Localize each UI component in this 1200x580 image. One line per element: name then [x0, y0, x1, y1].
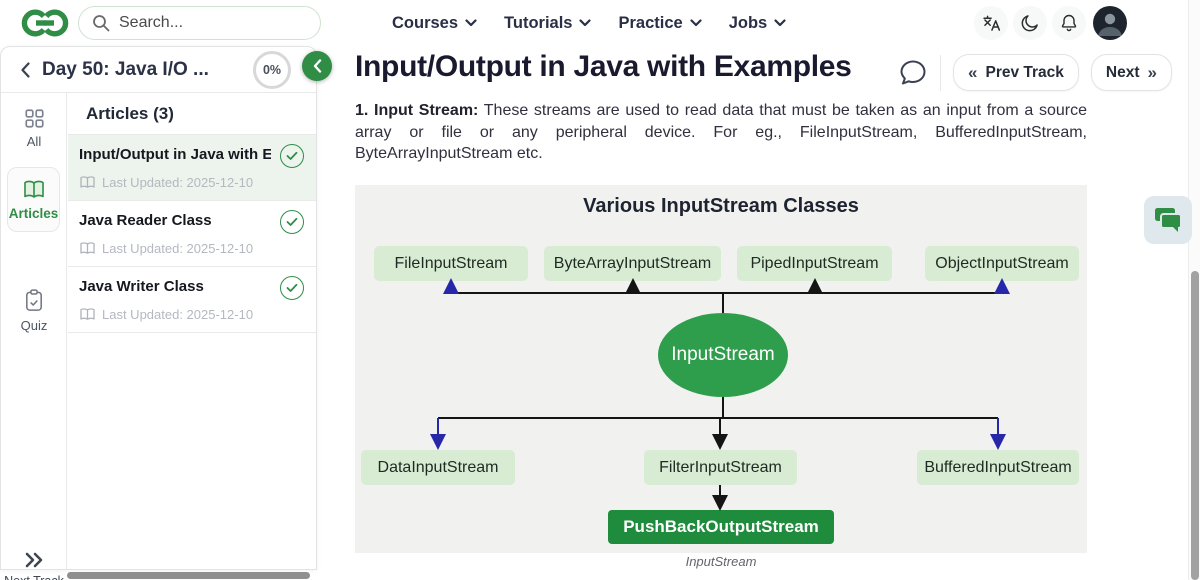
- article-updated-text: Last Updated: 2025-12-10: [102, 175, 254, 190]
- avatar[interactable]: [1093, 6, 1127, 40]
- article-updated-text: Last Updated: 2025-12-10: [102, 241, 254, 256]
- speech-bubble-icon: [900, 60, 926, 84]
- node-objectinputstream: ObjectInputStream: [925, 246, 1079, 281]
- top-navbar: Courses Tutorials Practice Jobs: [0, 0, 1200, 46]
- rail-label-all: All: [26, 134, 42, 149]
- translate-icon: [982, 15, 1000, 31]
- nav-item-courses[interactable]: Courses: [392, 14, 477, 33]
- node-bufferedinputstream: BufferedInputStream: [917, 450, 1079, 485]
- book-icon: [80, 176, 95, 188]
- moon-icon: [1021, 15, 1038, 32]
- back-chevron-icon[interactable]: [21, 61, 30, 78]
- geeksforgeeks-logo-icon[interactable]: [18, 6, 72, 40]
- node-fileinputstream: FileInputStream: [374, 246, 528, 281]
- article-row-java-writer[interactable]: Java Writer Class Last Updated: 2025-12-…: [68, 267, 316, 333]
- chevron-left-icon: [313, 59, 321, 73]
- bell-icon: [1061, 14, 1077, 32]
- rail-label-next-track: Next Track: [4, 574, 64, 580]
- progress-ring: 0%: [253, 51, 291, 89]
- vertical-scrollbar[interactable]: [1188, 0, 1200, 580]
- next-button[interactable]: Next »: [1090, 54, 1172, 91]
- open-book-icon: [23, 180, 44, 198]
- chevron-down-icon: [690, 19, 702, 27]
- node-datainputstream: DataInputStream: [361, 450, 515, 485]
- dark-mode-button[interactable]: [1013, 6, 1047, 40]
- figure-caption: InputStream: [685, 554, 757, 569]
- node-filterinputstream: FilterInputStream: [644, 450, 797, 485]
- chevron-down-icon: [579, 19, 592, 27]
- book-icon: [80, 308, 95, 320]
- article-title: Input/Output in Java with Exa...: [79, 146, 271, 163]
- node-pipedinputstream: PipedInputStream: [737, 246, 892, 281]
- rail-tab-articles[interactable]: Articles: [7, 167, 60, 232]
- prev-track-label: Prev Track: [985, 63, 1064, 81]
- horizontal-scrollbar-thumb[interactable]: [67, 572, 310, 579]
- double-left-glyph: «: [968, 62, 978, 82]
- notifications-button[interactable]: [1052, 6, 1086, 40]
- sidebar-header: Day 50: Java I/O ... 0%: [1, 47, 316, 93]
- clipboard-icon: [26, 289, 42, 311]
- article-meta: Last Updated: 2025-12-10: [79, 307, 253, 322]
- double-chevron-right-icon: [25, 552, 43, 568]
- article-title: Java Reader Class: [79, 212, 212, 229]
- course-sidebar: Day 50: Java I/O ... 0% All Articles: [0, 46, 317, 580]
- nav-item-label: Jobs: [728, 13, 768, 32]
- node-bytearrayinputstream: ByteArrayInputStream: [544, 246, 721, 281]
- track-title: Day 50: Java I/O ...: [42, 58, 209, 80]
- header-divider: [940, 54, 942, 91]
- inputstream-diagram: Various InputStream Classes FileInputStr…: [355, 185, 1087, 553]
- article-meta: Last Updated: 2025-12-10: [79, 175, 253, 190]
- article-meta: Last Updated: 2025-12-10: [79, 241, 253, 256]
- paragraph-body: These streams are used to read data that…: [355, 102, 1088, 162]
- nav-item-label: Courses: [392, 13, 459, 32]
- article-row-java-reader[interactable]: Java Reader Class Last Updated: 2025-12-…: [68, 201, 316, 267]
- node-pushbackoutputstream: PushBackOutputStream: [608, 510, 834, 544]
- double-right-glyph: »: [1147, 62, 1157, 82]
- search-icon: [93, 15, 110, 32]
- nav-item-label: Tutorials: [504, 13, 573, 32]
- rail-tab-quiz[interactable]: Quiz: [1, 289, 67, 333]
- chat-bubbles-icon: [1155, 208, 1182, 232]
- article-row-input-output[interactable]: Input/Output in Java with Exa... Last Up…: [68, 135, 316, 201]
- vertical-scrollbar-thumb[interactable]: [1191, 271, 1199, 580]
- page-title: Input/Output in Java with Examples: [355, 50, 852, 83]
- check-circle-icon: [280, 210, 304, 234]
- chevron-down-icon: [774, 19, 786, 27]
- nav-links: Courses Tutorials Practice Jobs: [392, 0, 786, 46]
- next-track-button[interactable]: Next Track: [1, 552, 67, 580]
- next-label: Next: [1105, 63, 1140, 81]
- nav-item-tutorials[interactable]: Tutorials: [504, 13, 592, 33]
- article-updated-text: Last Updated: 2025-12-10: [102, 307, 254, 322]
- avatar-photo: [1093, 6, 1127, 40]
- nav-icon-group: [974, 6, 1127, 40]
- search-box[interactable]: [78, 6, 321, 40]
- sidebar-collapse-button[interactable]: [302, 51, 332, 81]
- rail-label-quiz: Quiz: [20, 318, 48, 333]
- rail-tab-all[interactable]: All: [1, 109, 67, 149]
- header-actions: « Prev Track Next »: [898, 54, 1172, 91]
- grid-icon: [24, 109, 44, 128]
- articles-list: Articles (3) Input/Output in Java with E…: [68, 93, 316, 569]
- node-inputstream: InputStream: [658, 313, 788, 397]
- paragraph-lead: 1. Input Stream:: [355, 102, 479, 119]
- intro-paragraph: 1. Input Stream: These streams are used …: [355, 100, 1087, 165]
- articles-list-heading: Articles (3): [68, 93, 316, 135]
- chevron-down-icon: [465, 19, 477, 27]
- rail-label-articles: Articles: [8, 206, 59, 221]
- search-input[interactable]: [119, 14, 289, 32]
- comments-button[interactable]: [898, 58, 928, 88]
- language-button[interactable]: [974, 6, 1008, 40]
- book-icon: [80, 242, 95, 254]
- prev-track-button[interactable]: « Prev Track: [953, 54, 1079, 91]
- check-circle-icon: [280, 144, 304, 168]
- nav-item-label: Practice: [618, 13, 683, 32]
- nav-item-practice[interactable]: Practice: [618, 13, 702, 33]
- article-title: Java Writer Class: [79, 278, 204, 295]
- chat-widget-button[interactable]: [1144, 196, 1192, 244]
- check-circle-icon: [280, 276, 304, 300]
- diagram-title: Various InputStream Classes: [583, 195, 859, 217]
- nav-item-jobs[interactable]: Jobs: [729, 14, 787, 33]
- sidebar-rail: All Articles Quiz: [1, 93, 67, 580]
